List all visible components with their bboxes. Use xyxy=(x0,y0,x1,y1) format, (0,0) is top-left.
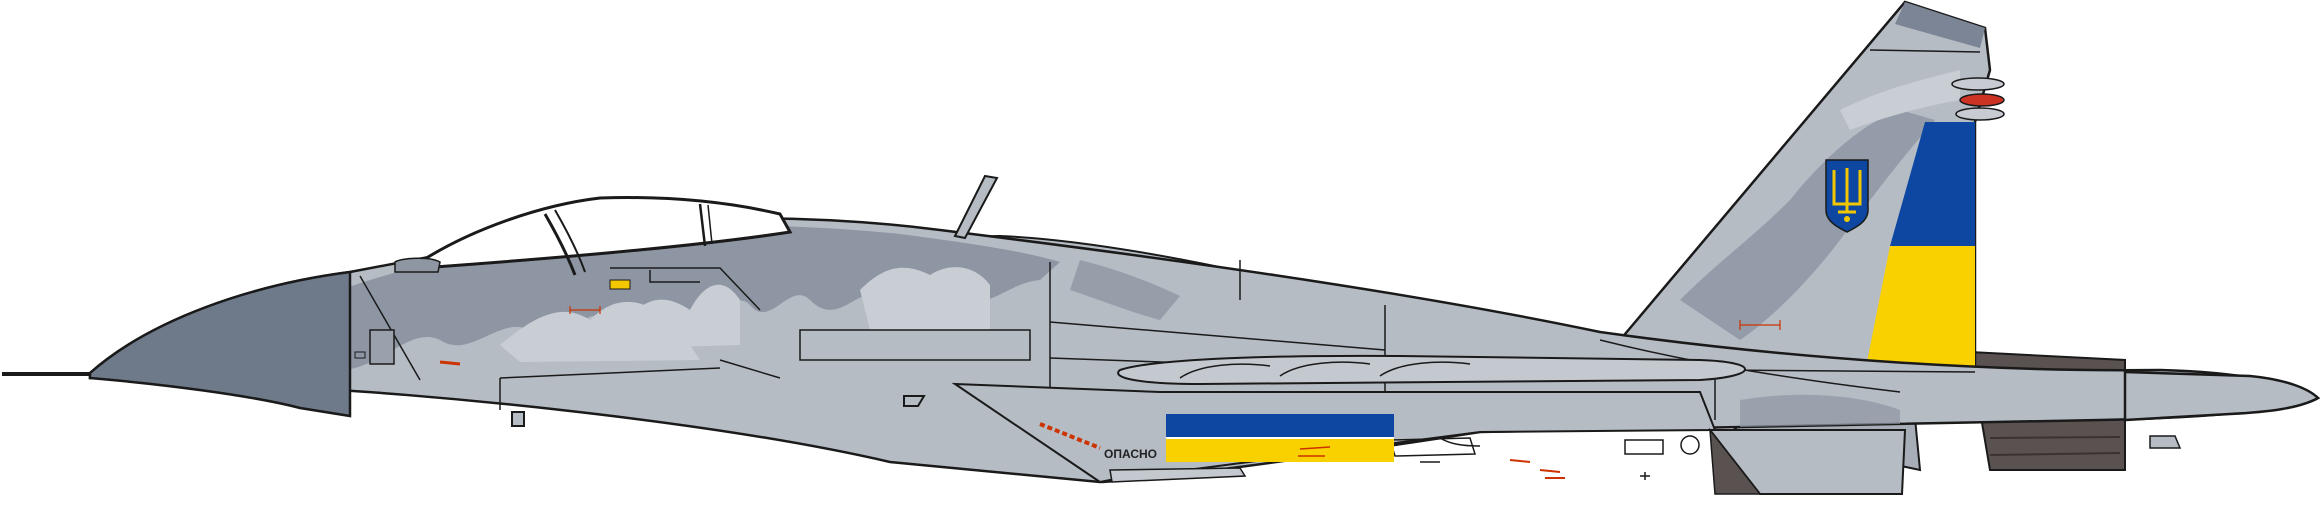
fuselage-flag xyxy=(1166,414,1394,462)
nose-gear-door xyxy=(511,411,525,427)
main-gear-door xyxy=(903,395,926,407)
wing-glove xyxy=(1117,354,1746,386)
fin-flag xyxy=(1865,122,1975,372)
tail-boom xyxy=(2123,370,2320,422)
trident-icon xyxy=(1825,159,1869,233)
airbrake-arm xyxy=(953,174,999,240)
canopy xyxy=(394,196,793,276)
detail-markings xyxy=(354,279,1781,480)
radome xyxy=(88,270,352,418)
danger-stencil: ОПАСНО xyxy=(1104,447,1157,461)
vertical-tail xyxy=(1617,0,2005,374)
